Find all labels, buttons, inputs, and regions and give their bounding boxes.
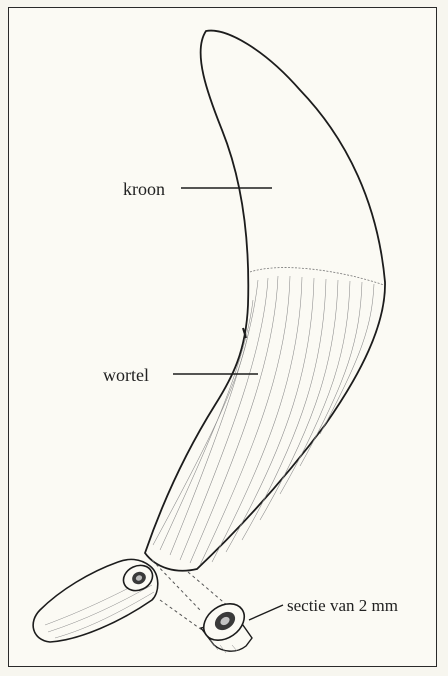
root-tip-fragment (33, 559, 158, 642)
crown-label: kroon (123, 180, 165, 198)
root-label: wortel (103, 366, 149, 384)
section-label: sectie van 2 mm (287, 597, 398, 614)
section-disc (197, 596, 252, 653)
section-leader (249, 605, 283, 620)
